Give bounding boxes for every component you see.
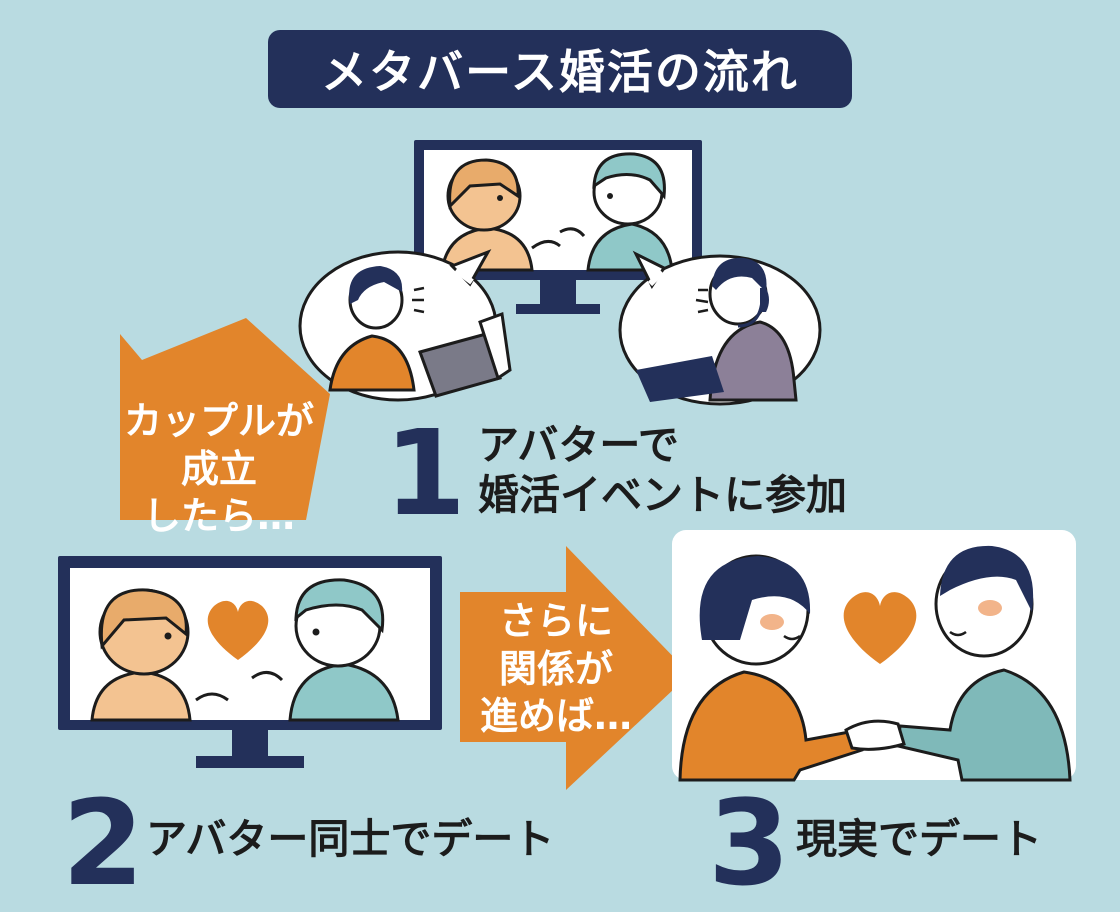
transition-2-line2: 関係が [499,646,614,691]
step3-heart-icon [843,592,917,664]
step3-man [896,545,1072,782]
transition-1-line3: したら… [143,494,296,538]
transition-1-line1: カップルが [124,399,315,443]
step1-woman-bubble [298,249,512,402]
page-title: メタバース婚活の流れ [268,30,852,108]
step3-joined-hands [844,719,906,751]
step2-heart-icon [207,600,269,660]
step2-man-avatar [251,578,400,722]
step-1-number: 1 [384,404,467,542]
step-1-label-line1: アバターで [478,421,679,469]
step-2-number: 2 [62,774,145,912]
step1-man-bubble [618,250,822,406]
transition-1-text: カップルが 成立 したら… [124,398,314,541]
transition-2-line3: 進めば… [480,694,633,738]
step1-woman-avatar [440,158,561,272]
step-3-number: 3 [708,774,791,912]
step2-woman-avatar [90,588,229,722]
transition-2-text: さらに 関係が 進めば… [480,598,632,741]
step-1-label-line2: 婚活イベントに参加 [478,471,847,520]
step2-monitor [58,556,442,768]
arrow-1 [120,318,330,520]
step3-woman [678,554,864,782]
transition-1-line2: 成立 [181,446,258,491]
step-2-label: アバター同士でデート [146,815,555,863]
step-1-label: アバターで 婚活イベントに参加 [478,420,847,520]
transition-2-line1: さらに [499,599,614,643]
step1-man-avatar [559,152,674,272]
step3-scene [672,530,1076,782]
step-3-label: 現実でデート [796,815,1042,863]
arrow-2 [460,546,690,790]
step1-monitor [414,140,702,314]
